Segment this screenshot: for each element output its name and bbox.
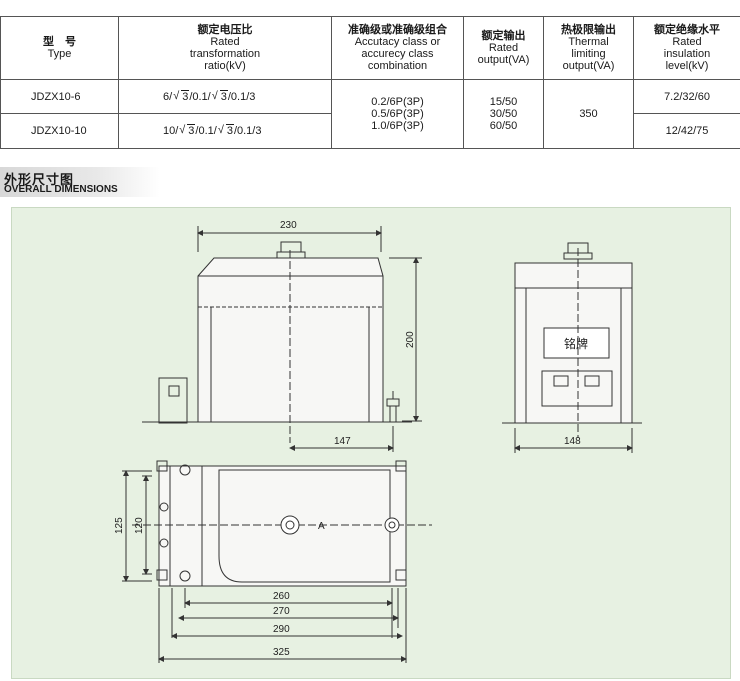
plan-view bbox=[122, 460, 432, 663]
insulation-cell: 12/42/75 bbox=[633, 113, 740, 149]
dimension-drawing: 230 200 147 148 铭牌 125 120 A 260 270 290… bbox=[11, 207, 731, 679]
accuracy-cell: 0.2/6P(3P)0.5/6P(3P)1.0/6P(3P) bbox=[331, 79, 464, 149]
section-heading: 外形尺寸图 OVERALL DIMENSIONS bbox=[0, 167, 160, 197]
dim-plan-height-outer: 125 bbox=[114, 517, 125, 534]
table-row: JDZX10-10 10/3/0.1/3/0.1/3 12/42/75 bbox=[0, 113, 740, 149]
section-title-en: OVERALL DIMENSIONS bbox=[4, 184, 118, 195]
table-row: JDZX10-6 6/3/0.1/3/0.1/3 0.2/6P(3P)0.5/6… bbox=[0, 79, 740, 149]
drawing-canvas: 230 200 147 148 铭牌 125 120 A 260 270 290… bbox=[114, 220, 642, 663]
dim-plan-325: 325 bbox=[273, 647, 290, 658]
dim-side-width: 148 bbox=[564, 436, 581, 447]
dim-front-offset: 147 bbox=[334, 436, 351, 447]
dim-plan-270: 270 bbox=[273, 606, 290, 617]
section-arrow-label: A bbox=[318, 521, 325, 532]
side-view bbox=[502, 242, 642, 453]
dim-front-height: 200 bbox=[405, 331, 416, 348]
dim-plan-260: 260 bbox=[273, 591, 290, 602]
dim-plan-height-inner: 120 bbox=[134, 517, 145, 534]
ratio-cell: 10/3/0.1/3/0.1/3 bbox=[118, 113, 332, 149]
thermal-cell: 350 bbox=[543, 79, 634, 149]
ratio-cell: 6/3/0.1/3/0.1/3 bbox=[118, 79, 332, 114]
insulation-cell: 7.2/32/60 bbox=[633, 79, 740, 114]
nameplate-label: 铭牌 bbox=[564, 336, 588, 351]
model-cell: JDZX10-10 bbox=[0, 113, 119, 149]
dim-plan-290: 290 bbox=[273, 624, 290, 635]
section-title-zh: 外形尺寸图 bbox=[4, 172, 75, 187]
dim-front-width: 230 bbox=[280, 220, 297, 231]
model-cell: JDZX10-6 bbox=[0, 79, 119, 114]
front-view bbox=[142, 226, 422, 452]
